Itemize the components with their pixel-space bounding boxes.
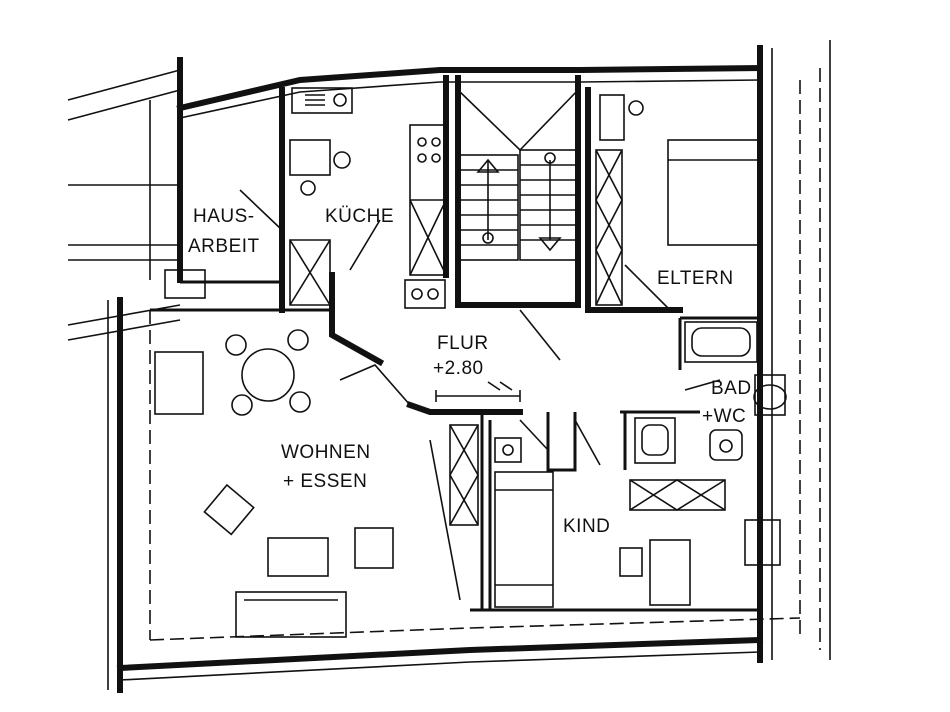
label-kueche: KÜCHE <box>325 206 394 227</box>
parents-bedroom-furniture <box>595 94 761 311</box>
label-bad-line1: BAD <box>711 378 752 399</box>
kitchen-furniture <box>239 87 447 309</box>
label-eltern: ELTERN <box>657 268 734 289</box>
staircase <box>457 89 579 261</box>
label-bad-line2: +WC <box>702 406 746 427</box>
bathroom-fixtures <box>634 321 787 464</box>
label-wohnen-line2: + ESSEN <box>283 471 367 492</box>
children-room-furniture <box>449 419 781 608</box>
label-flur-height: +2.80 <box>433 358 484 379</box>
label-hausarbeit-line2: ARBEIT <box>188 236 260 257</box>
living-dining-furniture <box>154 269 461 638</box>
label-hausarbeit-line1: HAUS- <box>193 206 255 227</box>
hall-details <box>435 309 561 451</box>
label-wohnen-line1: WOHNEN <box>281 442 371 463</box>
label-kind: KIND <box>563 516 610 537</box>
room-labels: HAUS- ARBEIT KÜCHE FLUR +2.80 ELTERN BAD… <box>188 206 752 537</box>
label-flur: FLUR <box>437 333 489 354</box>
